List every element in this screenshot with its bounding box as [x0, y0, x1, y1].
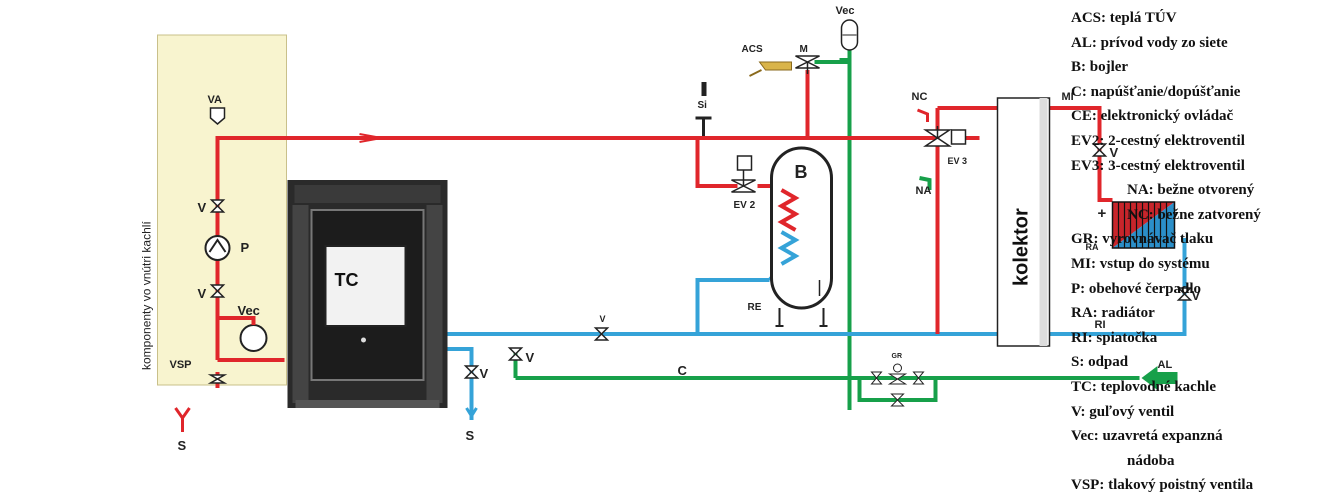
- s-label-right: S: [466, 428, 475, 443]
- legend-item-s: S: odpad: [1071, 354, 1129, 371]
- legend-item-mi: MI: vstup do systému: [1071, 255, 1210, 272]
- va-label: VA: [208, 94, 223, 106]
- acs-tap-icon: [758, 61, 792, 71]
- v-label-1: V: [198, 200, 207, 215]
- ri-label: RI: [1095, 319, 1106, 331]
- v-label-rad-out: V: [1192, 288, 1201, 303]
- al-label: AL: [1158, 359, 1173, 371]
- va-vent: [209, 107, 226, 125]
- stove-tc: TC: [287, 180, 448, 408]
- legend-item-b: B: bojler: [1071, 59, 1129, 76]
- legend-item-vec-cont: nádoba: [1127, 452, 1175, 469]
- mi-label: MI: [1062, 91, 1074, 103]
- plus-label: +: [1098, 205, 1107, 222]
- nc-label: NC: [912, 91, 928, 103]
- legend-item-nc: NC: bežne zatvorený: [1127, 206, 1261, 223]
- vsp-valve: [207, 374, 228, 384]
- ball-valve-radiator-out: [1176, 287, 1193, 301]
- expansion-vessel-icon: [239, 324, 268, 352]
- legend-item-p: P: obehové čerpadlo: [1071, 280, 1201, 297]
- c-label: C: [678, 363, 688, 378]
- flow-arrow: [359, 133, 382, 143]
- legend-item-ev2: EV2: 2-cestný elektroventil: [1071, 132, 1245, 149]
- ball-valve-top: [209, 199, 226, 213]
- na-label: NA: [916, 185, 932, 197]
- boiler-b: [770, 146, 833, 310]
- s-label-left: S: [178, 438, 187, 453]
- al-inlet-arrow: [1141, 366, 1178, 390]
- legend-item-ev3: EV3: 3-cestný elektroventil: [1071, 157, 1245, 174]
- legend-item-c: C: napúšťanie/dopúšťanie: [1071, 83, 1241, 100]
- acs-label: ACS: [742, 44, 763, 55]
- side-panel-label: komponenty vo vnútri kachlí: [140, 221, 154, 370]
- tc-label: TC: [335, 270, 359, 290]
- v-label-rad-in: V: [1110, 145, 1119, 160]
- si-label: Si: [698, 100, 708, 111]
- v-label-return: V: [600, 314, 606, 324]
- legend-item-ra: RA: radiátor: [1071, 305, 1155, 322]
- gr-label: GR: [892, 353, 903, 360]
- legend-item-ri: RI: spiatočka: [1071, 329, 1158, 346]
- vsp-label: VSP: [170, 359, 192, 371]
- vec-label-panel: Vec: [238, 303, 260, 318]
- legend-item-vec: Vec: uzavretá expanzná: [1071, 428, 1223, 445]
- ball-valve-radiator-in: [1091, 143, 1108, 157]
- legend-item-ce: CE: elektronický ovládač: [1071, 108, 1234, 125]
- legend-item-acs: ACS: teplá TÚV: [1071, 10, 1177, 26]
- ball-valve-drain: [463, 365, 480, 379]
- ev2-label: EV 2: [734, 200, 756, 211]
- ball-valve-return: [593, 327, 610, 341]
- legend-item-tc: TC: teplovodné kachle: [1071, 378, 1217, 395]
- gr-assembly: [870, 363, 925, 407]
- ra-label: RA: [1086, 242, 1099, 252]
- kolektor-label: kolektor: [1011, 208, 1033, 286]
- ball-valve-fill: [507, 347, 524, 361]
- re-label: RE: [748, 302, 762, 313]
- legend-item-gr: GR: vyrovnávač tlaku: [1071, 231, 1214, 248]
- boiler-label: B: [795, 162, 808, 182]
- legend-item-vsp: VSP: tlakový poistný ventila: [1071, 477, 1254, 494]
- vec-label-top: Vec: [836, 5, 855, 17]
- legend: ACS: teplá TÚV AL: prívod vody zo siete …: [1071, 6, 1329, 498]
- v-label-2: V: [198, 286, 207, 301]
- safety-si-icon: [701, 82, 707, 96]
- pump-label: P: [241, 240, 250, 255]
- legend-item-v: V: guľový ventil: [1071, 403, 1175, 420]
- radiator-ra: [1111, 201, 1176, 249]
- legend-item-al: AL: prívod vody zo siete: [1071, 34, 1228, 51]
- legend-item-na: NA: bežne otvorený: [1127, 182, 1255, 199]
- drain-icon: [174, 407, 191, 432]
- pump-icon: [204, 235, 231, 261]
- ball-valve-bottom: [209, 284, 226, 298]
- v-label-fill: V: [526, 350, 535, 365]
- v-label-drain: V: [480, 366, 489, 381]
- m-label: M: [800, 44, 808, 55]
- ev3-label: EV 3: [948, 156, 968, 166]
